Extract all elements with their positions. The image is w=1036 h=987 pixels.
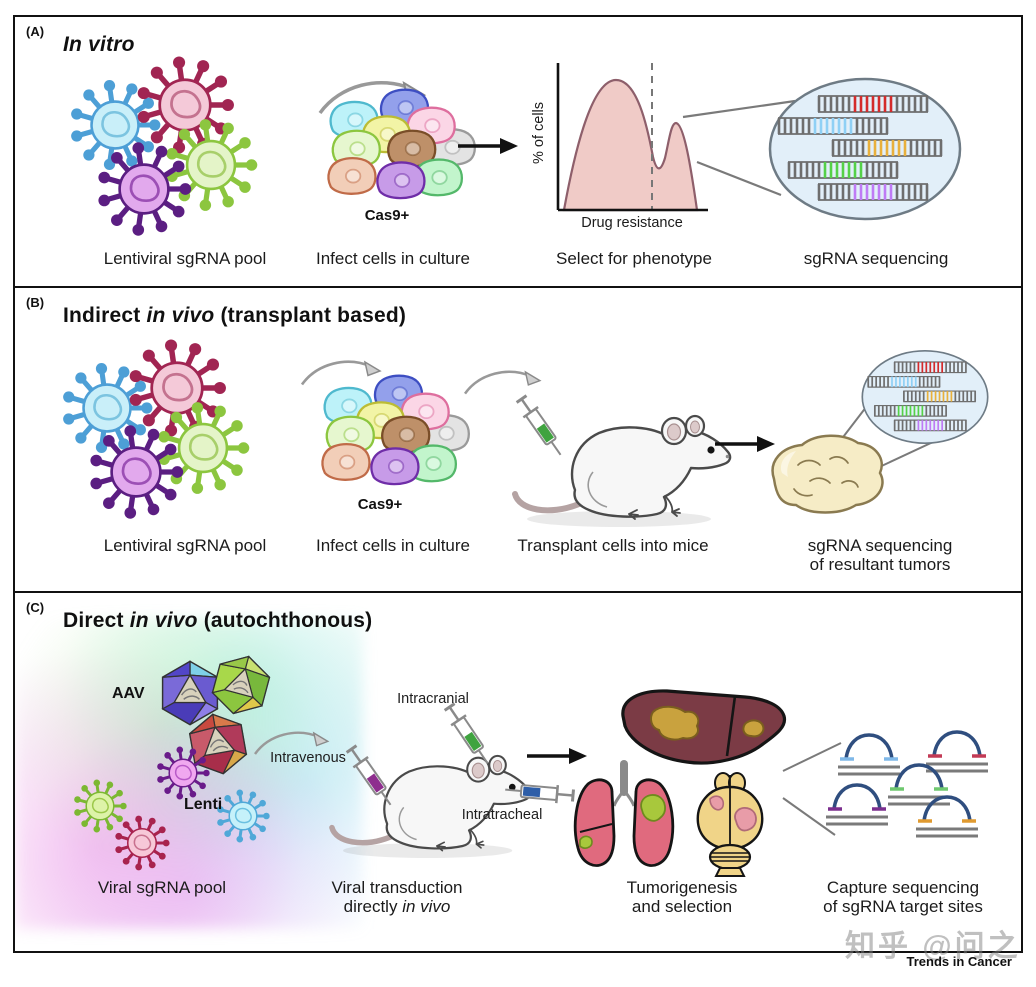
lentivirus-icon <box>72 778 129 834</box>
lenti-label: Lenti <box>184 796 223 813</box>
caption-select-phenotype: Select for phenotype <box>556 249 712 268</box>
capture-probe-icon <box>836 733 902 776</box>
panel-c: (C) Direct in vivo (autochthonous) <box>15 591 1021 951</box>
panel-b-artwork <box>15 288 1021 591</box>
caption-sequencing-tumors: sgRNA sequencing of resultant tumors <box>807 536 953 574</box>
panel-b-label: (B) <box>26 295 45 310</box>
panel-c-title: Direct in vivo (autochthonous) <box>63 609 373 632</box>
magnifier-line <box>782 797 836 836</box>
tumor-illustration <box>771 434 884 514</box>
caption-tumorigenesis: Tumorigenesis and selection <box>626 878 738 916</box>
caption-transplant-mice: Transplant cells into mice <box>517 536 709 555</box>
syringe-icon <box>512 392 570 462</box>
liver-illustration <box>621 689 787 765</box>
curved-arrow-icon <box>300 360 382 386</box>
caption-infect-cells: Infect cells in culture <box>315 536 470 555</box>
curved-arrow-icon <box>463 370 542 395</box>
caption-lentiviral-pool: Lentiviral sgRNA pool <box>103 249 267 268</box>
panel-c-label: (C) <box>26 600 45 615</box>
cell-cluster-illustration <box>322 376 468 484</box>
journal-name: Trends in Cancer <box>906 954 1012 969</box>
lentivirus-icon <box>113 814 172 872</box>
watermark: 知乎 @问之 <box>845 930 1021 963</box>
intracranial-label: Intracranial <box>397 691 469 707</box>
panel-b-title: Indirect in vivo (transplant based) <box>63 304 407 327</box>
panel-a: (A) In vitro % of cells Drug resistance <box>15 17 1021 286</box>
magnifier-line <box>682 99 796 119</box>
caption-lentiviral-pool: Lentiviral sgRNA pool <box>103 536 267 555</box>
capture-probe-icon <box>824 783 890 826</box>
lentivirus-icon <box>215 788 272 844</box>
panel-a-label: (A) <box>26 24 45 39</box>
panel-a-artwork <box>15 17 1021 286</box>
panel-a-title: In vitro <box>63 33 135 56</box>
lungs-illustration <box>575 764 673 866</box>
capture-probe-icon <box>924 730 990 773</box>
plot-y-axis-label: % of cells <box>531 101 547 165</box>
intracranial-syringe-icon <box>440 700 497 770</box>
sgrna-sequencing-circle <box>862 351 987 443</box>
magnifier-line <box>782 742 842 772</box>
intravenous-label: Intravenous <box>270 750 346 766</box>
caption-viral-transduction: Viral transduction directly in vivo <box>331 878 463 916</box>
cas9-label: Cas9+ <box>357 496 403 513</box>
figure-frame: (A) In vitro % of cells Drug resistance <box>13 15 1023 953</box>
aav-label: AAV <box>112 685 145 702</box>
panel-b: (B) Indirect in vivo (transplant based) … <box>15 286 1021 591</box>
lentiviral-pool-illustration <box>71 56 257 235</box>
phenotype-selection-plot <box>556 63 708 212</box>
brain-illustration <box>696 771 764 878</box>
intratracheal-label: Intratracheal <box>461 807 543 823</box>
magnifier-line <box>696 160 782 197</box>
caption-infect-cells: Infect cells in culture <box>315 249 470 268</box>
cell-cluster-illustration <box>328 90 474 198</box>
aav-particle-icon <box>161 660 219 726</box>
panel-c-artwork <box>72 649 990 878</box>
caption-sgrna-sequencing: sgRNA sequencing <box>803 249 949 268</box>
plot-x-axis-label: Drug resistance <box>581 215 683 231</box>
aav-particle-icon <box>207 649 275 721</box>
cas9-label: Cas9+ <box>364 207 410 224</box>
caption-viral-pool: Viral sgRNA pool <box>97 878 227 897</box>
caption-capture-sequencing: Capture sequencing of sgRNA target sites <box>823 878 983 916</box>
lentiviral-pool-illustration <box>63 339 249 518</box>
arrow-right-icon <box>525 746 589 766</box>
sgrna-sequencing-circle <box>770 79 960 219</box>
